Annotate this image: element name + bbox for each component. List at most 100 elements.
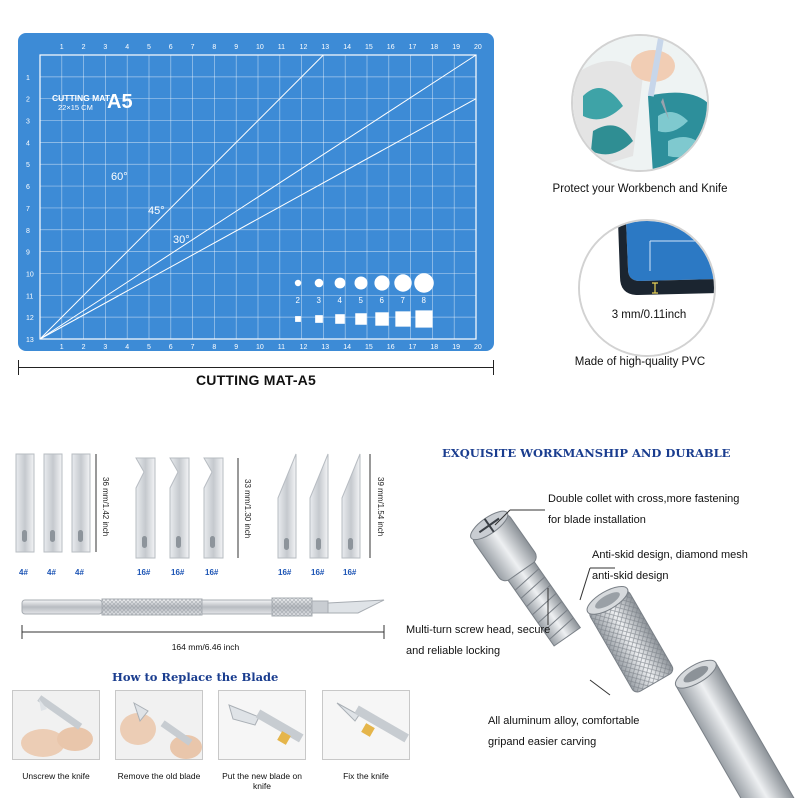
ruler-side-label: 3: [26, 119, 30, 126]
feature-collet: Double collet with cross,more fastening …: [548, 489, 739, 531]
guide-size-label: 5: [359, 296, 364, 305]
blade-label-16-d: 16#: [278, 568, 292, 577]
ruler-side-label: 7: [26, 206, 30, 213]
pvc-thickness-photo: 3 mm/0.11inch: [578, 219, 716, 357]
step-fix-photo: [322, 690, 410, 760]
handle-dimension: 164 mm/6.46 inch: [171, 642, 240, 652]
ruler-top-label: 6: [169, 44, 173, 51]
caption-protect: Protect your Workbench and Knife: [552, 183, 728, 195]
ruler-top-label: 19: [452, 44, 460, 51]
workmanship-title: EXQUISITE WORKMANSHIP AND DURABLE: [442, 446, 731, 460]
blade-pointed-group: [277, 453, 371, 559]
guide-square: [375, 312, 389, 326]
guide-circle: [394, 274, 412, 292]
ruler-side-label: 8: [26, 228, 30, 235]
ruler-top-label: 11: [278, 44, 285, 51]
grid-border: [39, 54, 477, 340]
step-fix-illustration: [323, 691, 409, 759]
guide-square: [295, 316, 301, 322]
guide-square: [335, 314, 345, 324]
step-unscrew-illustration: [13, 691, 99, 759]
guide-circle: [334, 277, 346, 289]
ruler-bottom-label: 6: [169, 344, 173, 351]
step-insert-photo: [218, 690, 306, 760]
step-label-fix: Fix the knife: [343, 771, 389, 781]
guide-size-label: 2: [296, 296, 301, 305]
diagonal-60: [39, 54, 324, 340]
cutting-mat-grid: 1122334455667788991010111112121313141415…: [26, 44, 482, 351]
step-remove-photo: [115, 690, 203, 760]
feature-pointer-lines: [494, 509, 615, 696]
ruler-bottom-label: 15: [365, 344, 373, 351]
ruler-top-label: 14: [343, 44, 351, 51]
ruler-top-label: 3: [103, 44, 107, 51]
guide-circle: [314, 278, 324, 288]
ruler-bottom-label: 19: [452, 344, 460, 351]
blade-16-group: [135, 457, 239, 559]
feature-screw-line1: Multi-turn screw head, secure: [406, 624, 551, 636]
ruler-top-label: 5: [147, 44, 151, 51]
blade-4-dimension: 36 mm/1.42 inch: [101, 477, 110, 537]
guide-circle: [294, 279, 302, 287]
angle-label-60: 60°: [111, 171, 128, 183]
ruler-side-label: 12: [26, 315, 34, 322]
ruler-bottom-label: 3: [103, 344, 107, 351]
ruler-side-label: 6: [26, 184, 30, 191]
blade-label-16-c: 16#: [205, 568, 219, 577]
guide-circle: [374, 275, 390, 291]
blade-label-16-e: 16#: [311, 568, 325, 577]
blade-pointed-dimension: 39 mm/1.54 inch: [376, 477, 385, 537]
ruler-side-label: 4: [26, 140, 30, 147]
ruler-top-label: 9: [234, 44, 238, 51]
mat-size-text: 22×15 CM: [58, 103, 93, 112]
mat-title: CUTTING MAT: [52, 93, 110, 103]
ruler-bottom-label: 12: [300, 344, 308, 351]
workbench-photo: [571, 34, 709, 172]
angle-label-45: 45°: [148, 205, 165, 217]
feature-collet-line1: Double collet with cross,more fastening: [548, 493, 740, 505]
blade-16-dimension: 33 mm/1.30 inch: [243, 479, 252, 539]
step-remove-illustration: [116, 691, 202, 759]
ruler-bottom-label: 20: [474, 344, 482, 351]
ruler-bottom-label: 16: [387, 344, 395, 351]
ruler-bottom-label: 13: [321, 344, 329, 351]
ruler-top-label: 15: [365, 44, 373, 51]
ruler-bottom-label: 5: [147, 344, 151, 351]
ruler-bottom-label: 18: [430, 344, 438, 351]
width-dimension-tick-right: [493, 360, 494, 375]
ruler-side-label: 5: [26, 162, 30, 169]
blade-label-4-a: 4#: [19, 568, 28, 577]
ruler-top-label: 4: [125, 44, 129, 51]
mat-badge: A5: [107, 91, 133, 113]
blade-set-illustration: [15, 453, 371, 559]
ruler-bottom-label: 7: [191, 344, 195, 351]
replace-title: How to Replace the Blade: [112, 670, 279, 684]
ruler-bottom-label: 14: [343, 344, 351, 351]
feature-antiskid: Anti-skid design, diamond mesh anti-skid…: [592, 545, 748, 587]
ruler-bottom-label: 9: [234, 344, 238, 351]
ruler-top-label: 10: [256, 44, 264, 51]
ruler-top-label: 20: [474, 44, 482, 51]
blade-label-4-c: 4#: [75, 568, 84, 577]
ruler-bottom-label: 8: [212, 344, 216, 351]
feature-aluminum-line2: gripand easier carving: [488, 736, 597, 748]
blade-label-16-a: 16#: [137, 568, 151, 577]
workbench-illustration: [573, 36, 707, 170]
ruler-top-label: 12: [300, 44, 308, 51]
feature-antiskid-line1: Anti-skid design, diamond mesh: [592, 549, 748, 561]
guide-circle: [354, 276, 368, 290]
ruler-top-label: 13: [321, 44, 329, 51]
feature-screw: Multi-turn screw head, secure and reliab…: [406, 620, 550, 662]
blade-4-group: [15, 453, 97, 553]
step-unscrew-photo: [12, 690, 100, 760]
blade-label-16-b: 16#: [171, 568, 185, 577]
caption-pvc: Made of high-quality PVC: [574, 356, 706, 368]
diagonal-45: [39, 54, 477, 340]
ruler-side-label: 11: [26, 293, 33, 300]
ruler-side-label: 10: [26, 271, 34, 278]
feature-antiskid-line2: anti-skid design: [592, 570, 669, 582]
ruler-bottom-label: 1: [60, 344, 64, 351]
step-label-insert: Put the new blade on knife: [222, 771, 302, 791]
guide-size-label: 4: [338, 296, 343, 305]
